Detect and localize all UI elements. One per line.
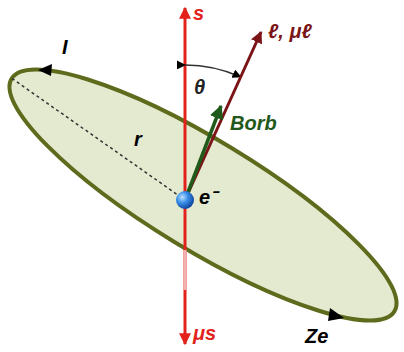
current-arrowhead: [38, 64, 52, 76]
current-arrowhead: [328, 308, 344, 321]
nucleus-charge-label: Ze: [305, 325, 328, 347]
spin-label: s: [193, 2, 204, 24]
spin-magnetic-moment-axis: [184, 200, 187, 344]
electron-label: e⁻: [199, 186, 217, 208]
angle-label: θ: [194, 76, 205, 98]
electron-ball: [176, 191, 194, 209]
angular-momentum-label: ℓ, μℓ: [268, 20, 312, 42]
orbit-disc: [0, 32, 404, 352]
orbital-field-label: Borb: [230, 112, 277, 134]
radius-label: r: [134, 128, 142, 150]
radius-line: [12, 79, 185, 201]
axis-behind-disc: [184, 250, 187, 290]
spin-moment-label: μs: [193, 322, 216, 344]
current-label: I: [62, 36, 68, 58]
spin-axis: [184, 8, 187, 200]
theta-arc: [185, 65, 241, 77]
orbital-field-arrow: [185, 106, 221, 200]
